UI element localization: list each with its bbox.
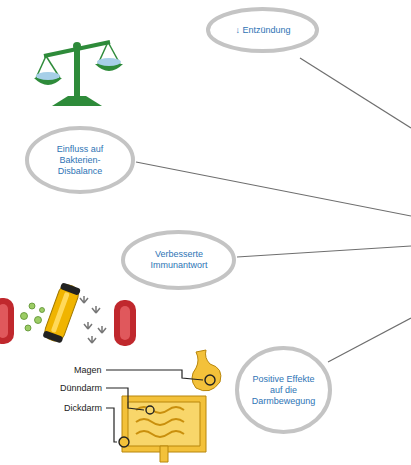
bacteria-illustration: [0, 282, 136, 346]
ellipse-node: Positive Effekte auf die Darmbewegung: [234, 345, 333, 435]
node-text-group: Positive Effekte auf die Darmbewegung: [250, 374, 317, 407]
ellipse-node: Verbesserte Immunantwort: [120, 229, 237, 291]
node-text-group: ↓ Entzündung: [224, 25, 302, 36]
organ-label: Dickdarm: [63, 403, 103, 414]
node-text-group: Verbesserte Immunantwort: [139, 249, 219, 271]
hub-lines: [136, 58, 411, 362]
ellipse-node: ↓ Entzündung: [205, 6, 320, 54]
organ-label: Dünndarm: [59, 383, 103, 394]
leader-lines: [106, 370, 203, 442]
ellipse-node: Einfluss auf Bakterien-Disbalance: [24, 125, 136, 195]
node-label: Einfluss auf Bakterien-Disbalance: [42, 144, 118, 177]
node-text-group: Einfluss auf Bakterien-Disbalance: [42, 144, 118, 177]
digestive-tract: [119, 350, 221, 462]
node-label: Verbesserte Immunantwort: [139, 249, 219, 271]
organ-label: Magen: [73, 365, 103, 376]
node-label: ↓ Entzündung: [224, 25, 302, 36]
node-label: Positive Effekte auf die Darmbewegung: [250, 374, 317, 407]
scales-icon: [34, 42, 123, 106]
